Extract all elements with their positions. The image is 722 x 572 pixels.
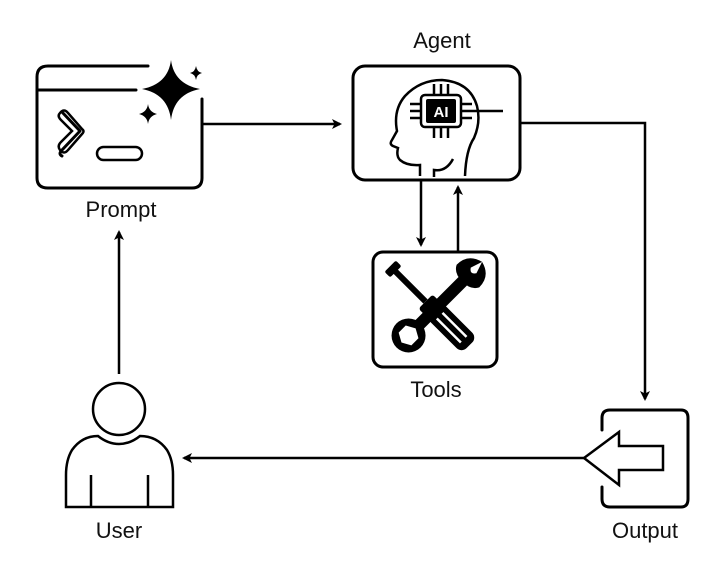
ai-chip-text: AI [434,104,449,121]
user-label: User [96,518,142,543]
ai-head-icon: AI [389,78,503,177]
user-icon [64,381,175,509]
terminal-sparkle-icon [35,60,204,190]
prompt-label: Prompt [86,197,157,222]
tools-box [371,250,499,369]
user-node: User [64,381,175,543]
output-label: Output [612,518,678,543]
prompt-node: Prompt [35,60,204,222]
output-node: Output [581,408,690,543]
tools-node: Tools [371,250,499,402]
agent-node: Agent AI [351,28,522,182]
edges [114,119,650,463]
output-arrow-icon [581,408,690,509]
tools-label: Tools [410,377,461,402]
wrench-screwdriver-icon [385,258,486,353]
edge-agent-to-output [520,121,650,401]
agent-label: Agent [413,28,471,53]
